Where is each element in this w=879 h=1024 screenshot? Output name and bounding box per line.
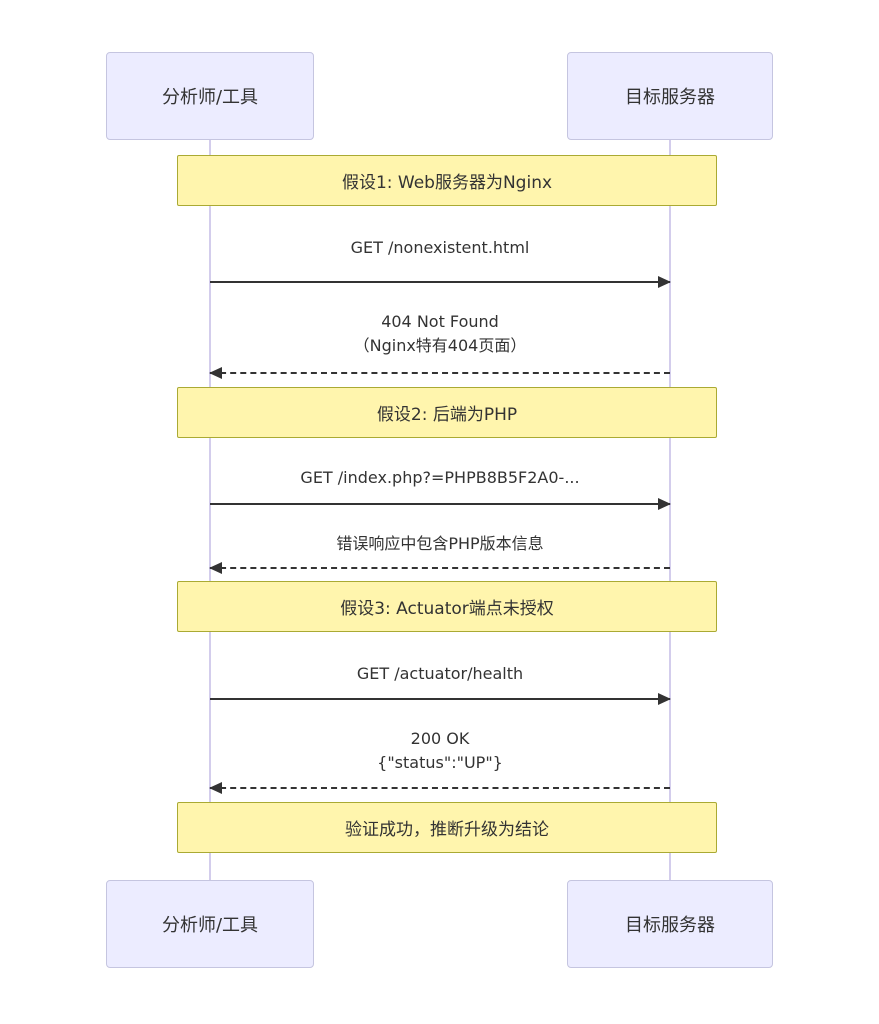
actor-server-bottom-label: 目标服务器 — [625, 915, 715, 936]
actor-server-top: 目标服务器 — [567, 52, 773, 140]
actor-server-top-label: 目标服务器 — [625, 87, 715, 108]
note-hypothesis-1-label: 假设1: Web服务器为Nginx — [341, 173, 553, 193]
message-response-1-line-1: 404 Not Found — [381, 312, 499, 331]
actor-analyst-top-label: 分析师/工具 — [161, 87, 259, 108]
lifeline-server — [669, 140, 671, 881]
note-hypothesis-2: 假设2: 后端为PHP — [177, 387, 717, 438]
message-request-3-arrow — [210, 693, 671, 705]
message-response-3-line-2: {"status":"UP"} — [377, 753, 503, 772]
message-request-3-label: GET /actuator/health — [210, 662, 670, 686]
arrowhead-left-icon — [209, 782, 222, 794]
message-request-1-arrow — [210, 276, 671, 288]
message-request-1-line-1: GET /nonexistent.html — [350, 238, 530, 257]
note-hypothesis-3: 假设3: Actuator端点未授权 — [177, 581, 717, 632]
lifeline-analyst — [209, 140, 211, 881]
arrowhead-right-icon — [658, 693, 671, 705]
message-response-3-line-1: 200 OK — [410, 729, 470, 748]
arrowhead-left-icon — [209, 562, 222, 574]
message-response-3-arrow — [209, 782, 670, 794]
actor-analyst-top: 分析师/工具 — [106, 52, 314, 140]
message-request-2-line-1: GET /index.php?=PHPB8B5F2A0-... — [300, 468, 580, 487]
note-conclusion-label: 验证成功，推断升级为结论 — [345, 820, 549, 840]
message-response-2-label: 错误响应中包含PHP版本信息 — [210, 532, 670, 556]
message-response-2-line-1: 错误响应中包含PHP版本信息 — [336, 534, 544, 553]
note-conclusion: 验证成功，推断升级为结论 — [177, 802, 717, 853]
note-hypothesis-1: 假设1: Web服务器为Nginx — [177, 155, 717, 206]
message-request-2-label: GET /index.php?=PHPB8B5F2A0-... — [210, 466, 670, 490]
arrowhead-left-icon — [209, 367, 222, 379]
note-hypothesis-2-label: 假设2: 后端为PHP — [376, 405, 518, 425]
message-response-1-label: 404 Not Found （Nginx特有404页面） — [210, 310, 670, 358]
actor-analyst-bottom: 分析师/工具 — [106, 880, 314, 968]
message-response-3-label: 200 OK {"status":"UP"} — [210, 727, 670, 775]
arrowhead-right-icon — [658, 498, 671, 510]
message-response-2-arrow — [209, 562, 670, 574]
message-request-3-line-1: GET /actuator/health — [356, 664, 524, 683]
actor-server-bottom: 目标服务器 — [567, 880, 773, 968]
message-request-2-arrow — [210, 498, 671, 510]
message-response-1-arrow — [209, 367, 670, 379]
message-response-1-line-2: （Nginx特有404页面） — [353, 336, 527, 355]
actor-analyst-bottom-label: 分析师/工具 — [161, 915, 259, 936]
arrowhead-right-icon — [658, 276, 671, 288]
message-request-1-label: GET /nonexistent.html — [210, 236, 670, 260]
note-hypothesis-3-label: 假设3: Actuator端点未授权 — [340, 599, 554, 619]
